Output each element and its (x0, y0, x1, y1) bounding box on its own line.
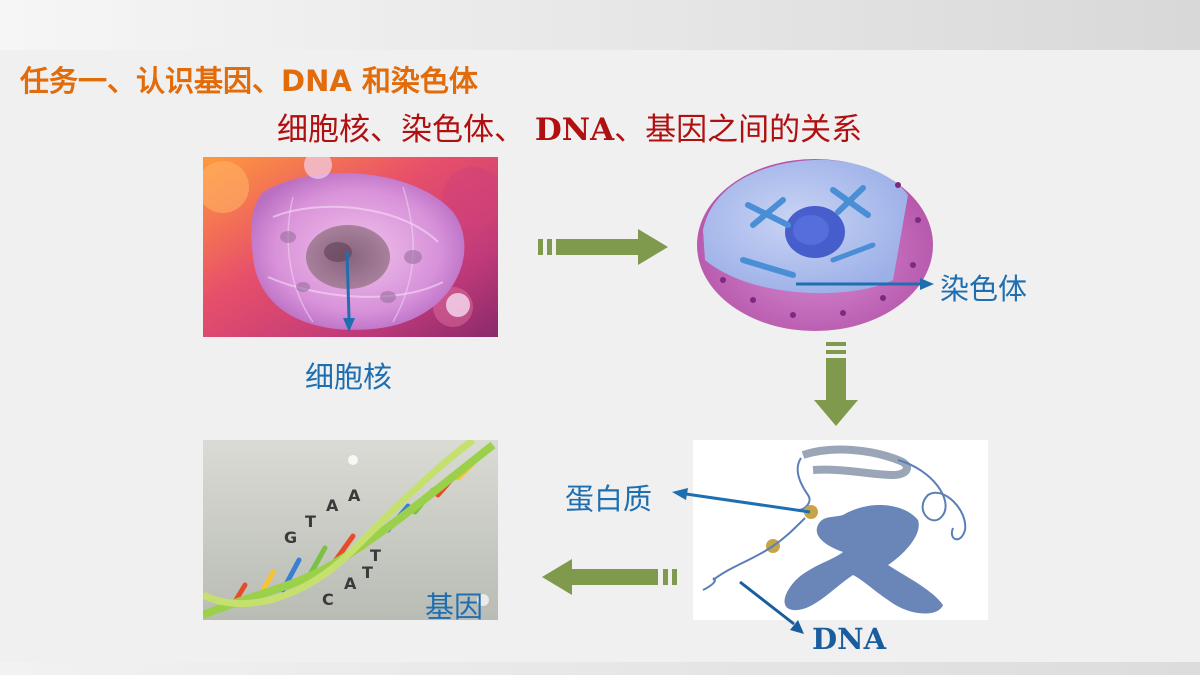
nucleus-label: 细胞核 (305, 360, 393, 394)
nucleus-pointer (343, 251, 355, 332)
top-band (0, 0, 1200, 50)
bottom-band (0, 662, 1200, 675)
subtitle-part-1: 细胞核、染色体、 (277, 112, 535, 148)
helix-letter-c: C (322, 590, 334, 609)
nucleus-cutaway-image (693, 150, 938, 335)
dna-pointer (739, 580, 804, 634)
helix-letter-g: G (284, 528, 298, 547)
protein-label: 蛋白质 (565, 482, 653, 516)
arrow-right (538, 229, 668, 265)
helix-letter-t2: T (370, 546, 381, 565)
dna-helix-image (203, 440, 498, 620)
arrow-down (814, 342, 858, 426)
chromosome-dna-image (693, 440, 988, 620)
subtitle-dna: DNA (534, 112, 615, 148)
helix-letter-t1: T (305, 512, 316, 531)
helix-letter-t3: T (362, 563, 373, 582)
chromosome-label: 染色体 (940, 272, 1028, 306)
subtitle-part-2: 、基因之间的关系 (614, 112, 863, 148)
helix-letter-a1: A (326, 496, 339, 515)
dna-label: DNA (812, 622, 887, 656)
relationship-subtitle: 细胞核、染色体、 DNA、基因之间的关系 (277, 104, 862, 149)
task-title: 任务一、认识基因、DNA 和染色体 (20, 64, 478, 98)
gene-label: 基因 (425, 590, 484, 624)
arrow-left (542, 559, 677, 595)
helix-letter-a2: A (348, 486, 361, 505)
chromosome-pointer (796, 278, 934, 290)
helix-letter-a3: A (344, 574, 357, 593)
protein-pointer (672, 488, 811, 514)
